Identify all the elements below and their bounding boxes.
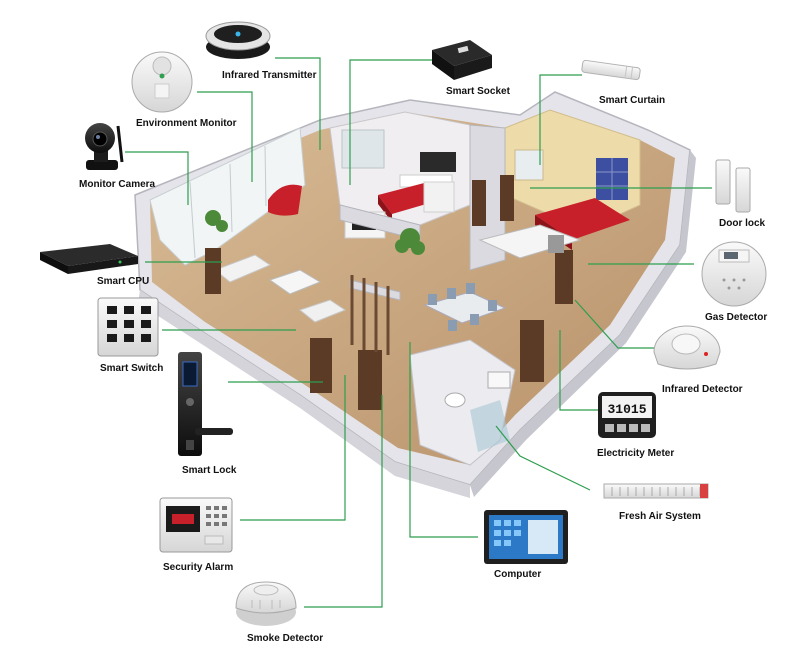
- sofa-white: [214, 254, 272, 283]
- label-smart-lock: Smart Lock: [182, 465, 237, 476]
- smart-curtain-icon: [581, 59, 641, 81]
- label-smart-cpu: Smart CPU: [97, 276, 150, 287]
- label-infrared-transmitter: Infrared Transmitter: [222, 70, 317, 81]
- line-infrared-transmitter: [275, 57, 321, 150]
- label-electricity-meter: Electricity Meter: [597, 448, 675, 459]
- line-security-alarm: [240, 375, 346, 521]
- line-smart-curtain: [539, 74, 582, 165]
- line-smart-socket: [349, 59, 432, 185]
- door-lock-icon: [715, 159, 751, 213]
- electricity-meter-display: 31015: [607, 402, 646, 417]
- balcony-chair: [268, 184, 302, 216]
- line-electricity-meter: [559, 330, 598, 411]
- infrared-transmitter-icon: [205, 21, 271, 59]
- security-alarm-icon: [159, 497, 233, 553]
- line-infrared-detector: [574, 299, 660, 349]
- label-fresh-air-system: Fresh Air System: [619, 511, 701, 522]
- kitchen-counter: [478, 224, 582, 259]
- label-smart-socket: Smart Socket: [446, 86, 510, 97]
- smart-cpu-icon: [40, 244, 138, 274]
- computer-icon: [484, 510, 568, 564]
- connector-lines: [125, 57, 712, 608]
- label-smart-curtain: Smart Curtain: [599, 95, 666, 106]
- label-smoke-detector: Smoke Detector: [247, 633, 324, 644]
- label-gas-detector: Gas Detector: [705, 312, 768, 323]
- coffee-table: [268, 269, 322, 295]
- line-smoke-detector: [304, 395, 383, 608]
- environment-monitor-icon: [131, 51, 193, 113]
- label-smart-switch: Smart Switch: [100, 363, 164, 374]
- fresh-air-system-icon: [603, 483, 709, 499]
- smart-switch-icon: [97, 297, 159, 357]
- label-security-alarm: Security Alarm: [163, 562, 234, 573]
- line-computer: [409, 342, 478, 538]
- smoke-detector-icon: [235, 581, 297, 626]
- label-monitor-camera: Monitor Camera: [79, 179, 156, 190]
- electricity-meter-icon: 31015: [598, 392, 656, 438]
- line-fresh-air-system: [495, 425, 591, 491]
- gas-detector-icon: [701, 241, 767, 307]
- right-wall: [470, 150, 696, 497]
- monitor-camera-icon: [85, 123, 124, 170]
- smart-socket-icon: [432, 40, 492, 80]
- label-environment-monitor: Environment Monitor: [136, 118, 237, 129]
- bed: [535, 198, 630, 240]
- label-computer: Computer: [494, 569, 542, 580]
- smart-lock-icon: [178, 352, 233, 456]
- label-door-lock: Door lock: [719, 218, 766, 229]
- label-infrared-detector: Infrared Detector: [662, 384, 743, 395]
- house-floorplan: [134, 91, 696, 498]
- infrared-detector-icon: [653, 325, 721, 370]
- front-wall: [138, 290, 470, 498]
- line-monitor-camera: [125, 151, 189, 205]
- line-environment-monitor: [197, 91, 253, 182]
- plants: [205, 210, 425, 255]
- doors: [205, 175, 573, 410]
